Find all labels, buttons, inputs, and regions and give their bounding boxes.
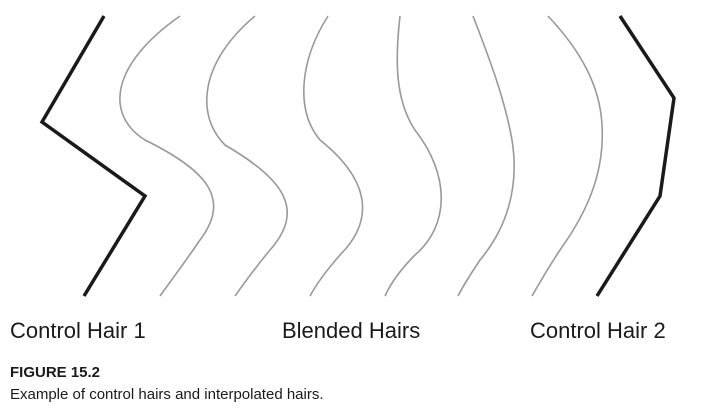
control-hair-2 (595, 15, 676, 297)
blended-hairs-label: Blended Hairs (282, 318, 421, 343)
figure-caption: Example of control hairs and interpolate… (10, 386, 324, 403)
blended-hair-2 (205, 15, 288, 297)
hair-figure (39, 15, 676, 297)
figure-number: FIGURE 15.2 (10, 364, 101, 381)
blended-hair-1 (119, 15, 215, 297)
blended-hair-3 (303, 15, 364, 297)
control-hair-1 (39, 15, 148, 297)
control-hair-2-label: Control Hair 2 (530, 318, 666, 343)
control-hair-1-label: Control Hair 1 (10, 318, 146, 343)
blended-hair-5 (457, 15, 515, 297)
blended-hair-6 (531, 15, 604, 297)
blended-hair-4 (384, 15, 442, 297)
